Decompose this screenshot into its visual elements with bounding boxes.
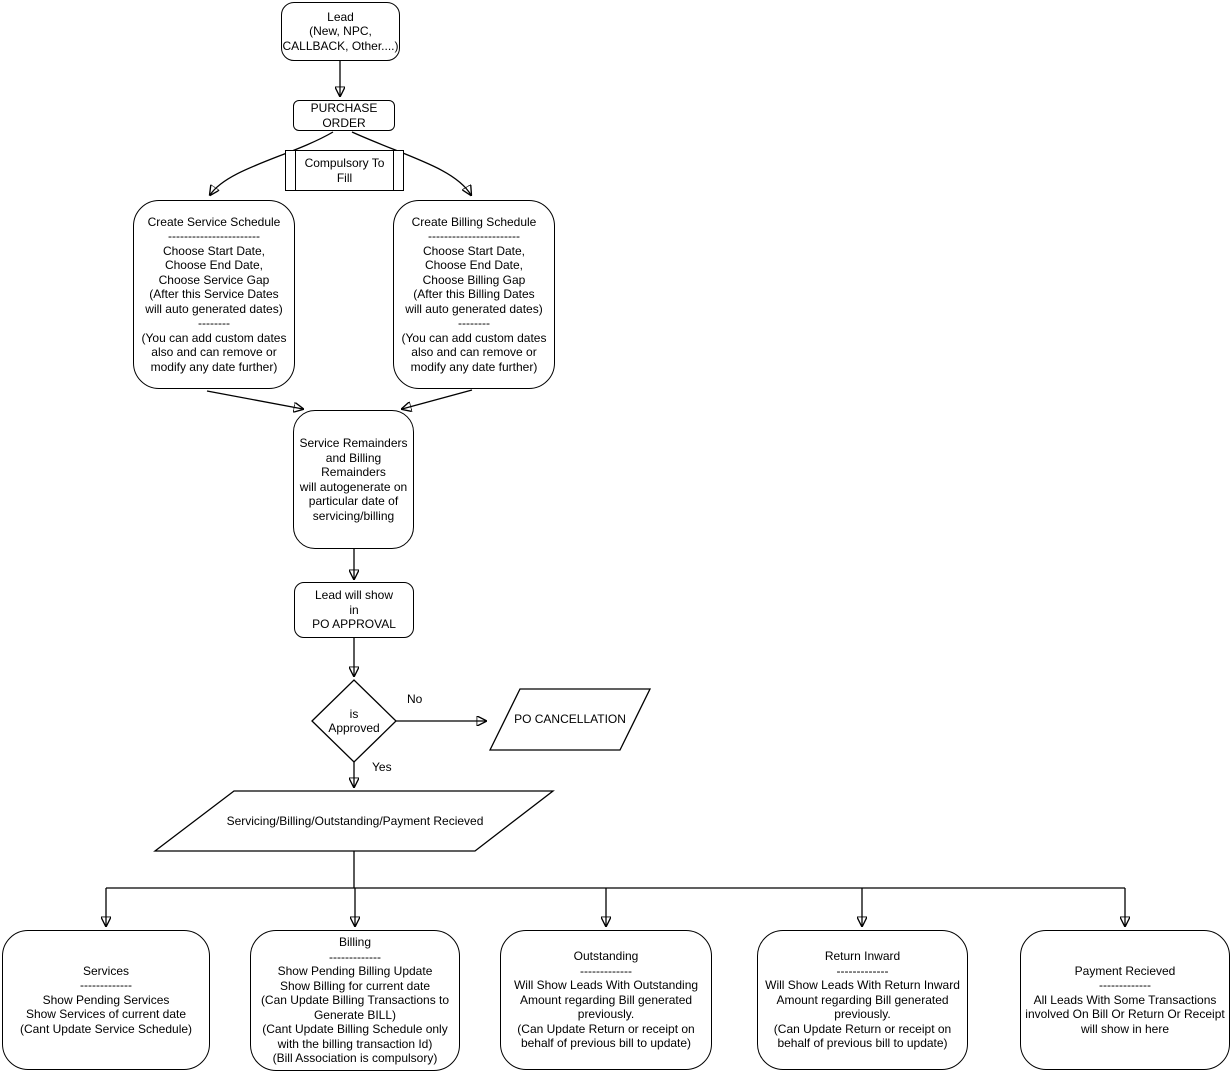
node-outstanding: Outstanding ------------- Will Show Lead…	[500, 930, 712, 1070]
servicing-options-parallelogram-shape	[153, 790, 555, 852]
predefined-process-bar-left	[295, 151, 297, 190]
po-cancellation-parallelogram-shape	[488, 688, 652, 751]
node-servicing-options: Servicing/Billing/Outstanding/Payment Re…	[226, 813, 484, 828]
node-create-billing-schedule: Create Billing Schedule ----------------…	[393, 200, 555, 389]
edge-label-yes: Yes	[370, 760, 394, 774]
edge-billing-schedule-to-remainders	[402, 389, 473, 409]
node-po-cancellation: PO CANCELLATION	[514, 712, 626, 727]
node-billing: Billing ------------- Show Pending Billi…	[250, 930, 460, 1071]
edge-po-to-billing-schedule	[351, 131, 471, 195]
edge-service-schedule-to-remainders	[206, 390, 303, 409]
node-lead: Lead (New, NPC, CALLBACK, Other....)	[281, 2, 400, 61]
compulsory-label: Compulsory To Fill	[304, 156, 385, 185]
edge-label-no: No	[405, 692, 425, 706]
node-is-approved-decision: is Approved	[328, 706, 380, 736]
node-create-service-schedule: Create Service Schedule ----------------…	[133, 200, 295, 389]
predefined-process-bar-right	[392, 151, 394, 190]
node-compulsory-to-fill: Compulsory To Fill	[285, 150, 404, 191]
node-purchase-order: PURCHASE ORDER	[293, 100, 395, 131]
node-return-inward: Return Inward ------------- Will Show Le…	[757, 930, 968, 1070]
node-po-approval: Lead will show in PO APPROVAL	[294, 582, 414, 638]
node-services: Services ------------- Show Pending Serv…	[2, 930, 210, 1070]
node-payment-recieved: Payment Recieved ------------- All Leads…	[1020, 930, 1230, 1070]
edge-po-to-service-schedule	[210, 131, 334, 195]
decision-diamond-shape	[311, 679, 397, 763]
node-service-billing-remainders: Service Remainders and Billing Remainder…	[293, 410, 414, 549]
